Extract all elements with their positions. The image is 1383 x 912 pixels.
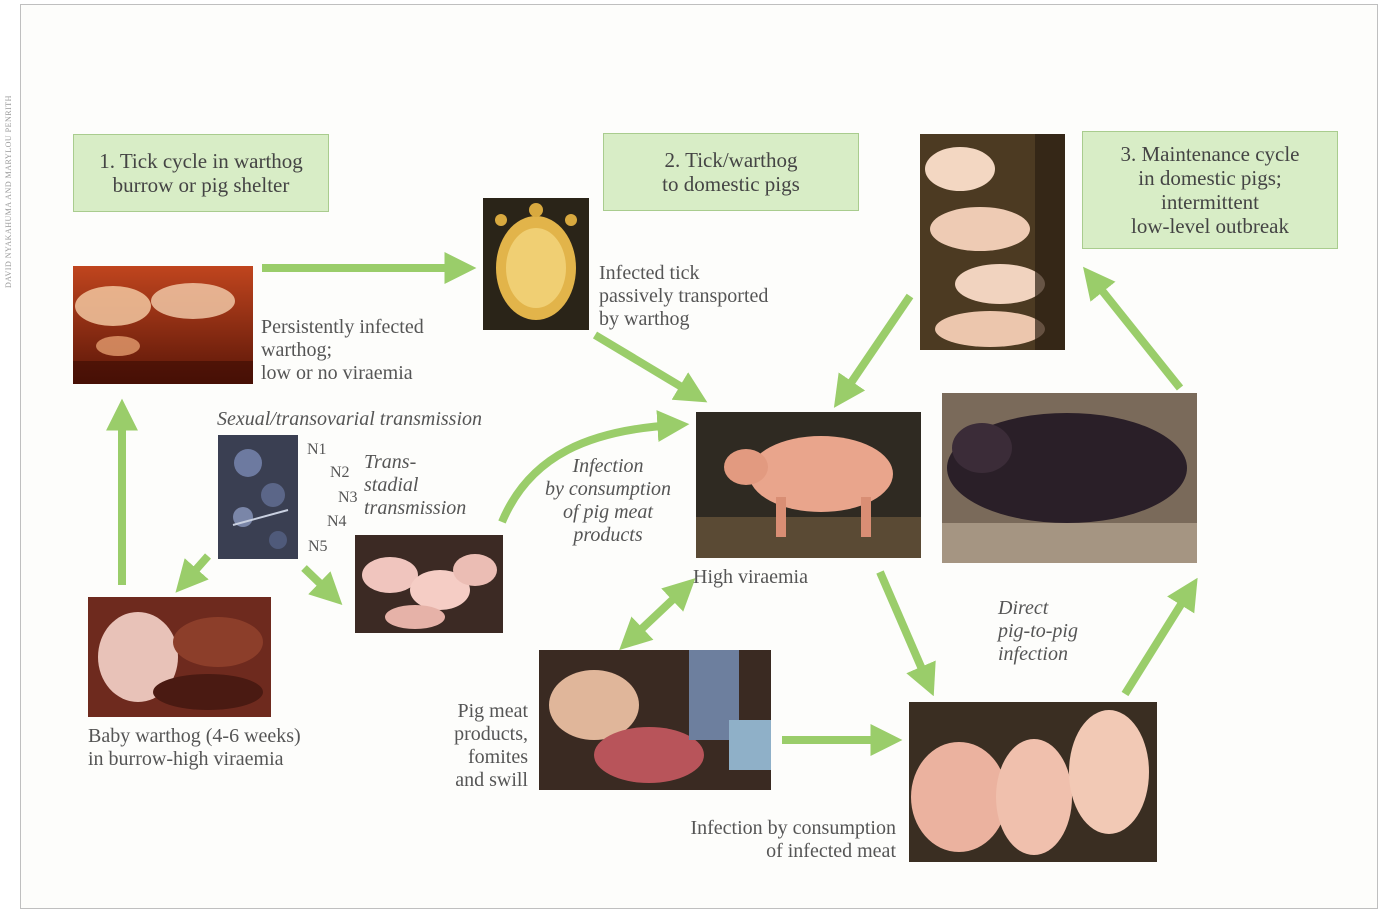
stage-n5: N5 xyxy=(308,538,328,556)
piglets-photo xyxy=(355,535,503,633)
stage-n2: N2 xyxy=(330,464,350,482)
pigs-group-photo xyxy=(909,702,1157,862)
stage-n3: N3 xyxy=(338,489,358,507)
photo-credit: DAVID NYAKAHUMA AND MARYLOU PENRITH xyxy=(4,8,16,288)
pig-pen-photo xyxy=(920,134,1065,350)
transstadial-label: Trans- stadial transmission xyxy=(364,451,466,520)
tick-photo xyxy=(483,198,589,330)
sexual-transmission-label: Sexual/transovarial transmission xyxy=(217,408,482,431)
sick-pig-photo xyxy=(942,393,1197,563)
baby-warthog-label: Baby warthog (4-6 weeks) in burrow-high … xyxy=(88,725,301,771)
viraemic-pig-photo xyxy=(696,412,921,558)
stage-n4: N4 xyxy=(327,513,347,531)
warthog-photo xyxy=(73,266,253,384)
baby-warthog-photo xyxy=(88,597,271,717)
cycle1-box: 1. Tick cycle in warthog burrow or pig s… xyxy=(73,134,329,212)
stage-n1: N1 xyxy=(307,441,327,459)
infected-tick-label: Infected tick passively transported by w… xyxy=(599,262,768,331)
infection-pig-meat-label: Infection by consumption of pig meat pro… xyxy=(524,455,692,547)
pig-meat-photo xyxy=(539,650,771,790)
cycle2-box: 2. Tick/warthog to domestic pigs xyxy=(603,133,859,211)
pig-meat-products-label: Pig meat products, fomites and swill xyxy=(410,700,528,792)
cycle3-box: 3. Maintenance cycle in domestic pigs; i… xyxy=(1082,131,1338,249)
high-viraemia-label: High viraemia xyxy=(693,566,808,589)
persistent-warthog-label: Persistently infected warthog; low or no… xyxy=(261,316,424,385)
tick-stages-photo xyxy=(218,435,298,559)
direct-infection-label: Direct pig-to-pig infection xyxy=(998,597,1078,666)
infected-meat-label: Infection by consumption of infected mea… xyxy=(620,817,896,863)
